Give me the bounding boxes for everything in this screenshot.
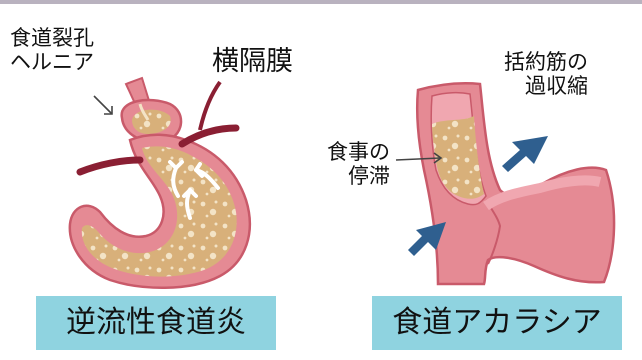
hernia-label-line1: 食道裂孔 [10, 26, 94, 50]
stomach-illustration [70, 78, 250, 288]
diaphragm-leader-line [200, 82, 220, 130]
diaphragm-right [182, 128, 236, 144]
diaphragm-label: 横隔膜 [212, 46, 293, 77]
caption-esophageal-achalasia: 食道アカラシア [372, 296, 622, 350]
stasis-label: 食事の 停滞 [327, 140, 390, 188]
sphincter-label: 括約筋の 過収縮 [504, 50, 588, 98]
stasis-label-line2: 停滞 [327, 164, 390, 188]
stasis-label-line1: 食事の [327, 140, 390, 164]
compression-arrow-upper [502, 136, 548, 172]
esophagus-illustration [417, 83, 614, 284]
hernia-leader-arrow [94, 96, 112, 114]
caption-reflux-esophagitis: 逆流性食道炎 [36, 296, 276, 350]
diaphragm-left [80, 160, 140, 172]
sphincter-label-line1: 括約筋の [504, 50, 588, 74]
hernia-label: 食道裂孔 ヘルニア [10, 26, 94, 74]
hernia-label-line2: ヘルニア [10, 50, 94, 74]
sphincter-label-line2: 過収縮 [504, 74, 588, 98]
